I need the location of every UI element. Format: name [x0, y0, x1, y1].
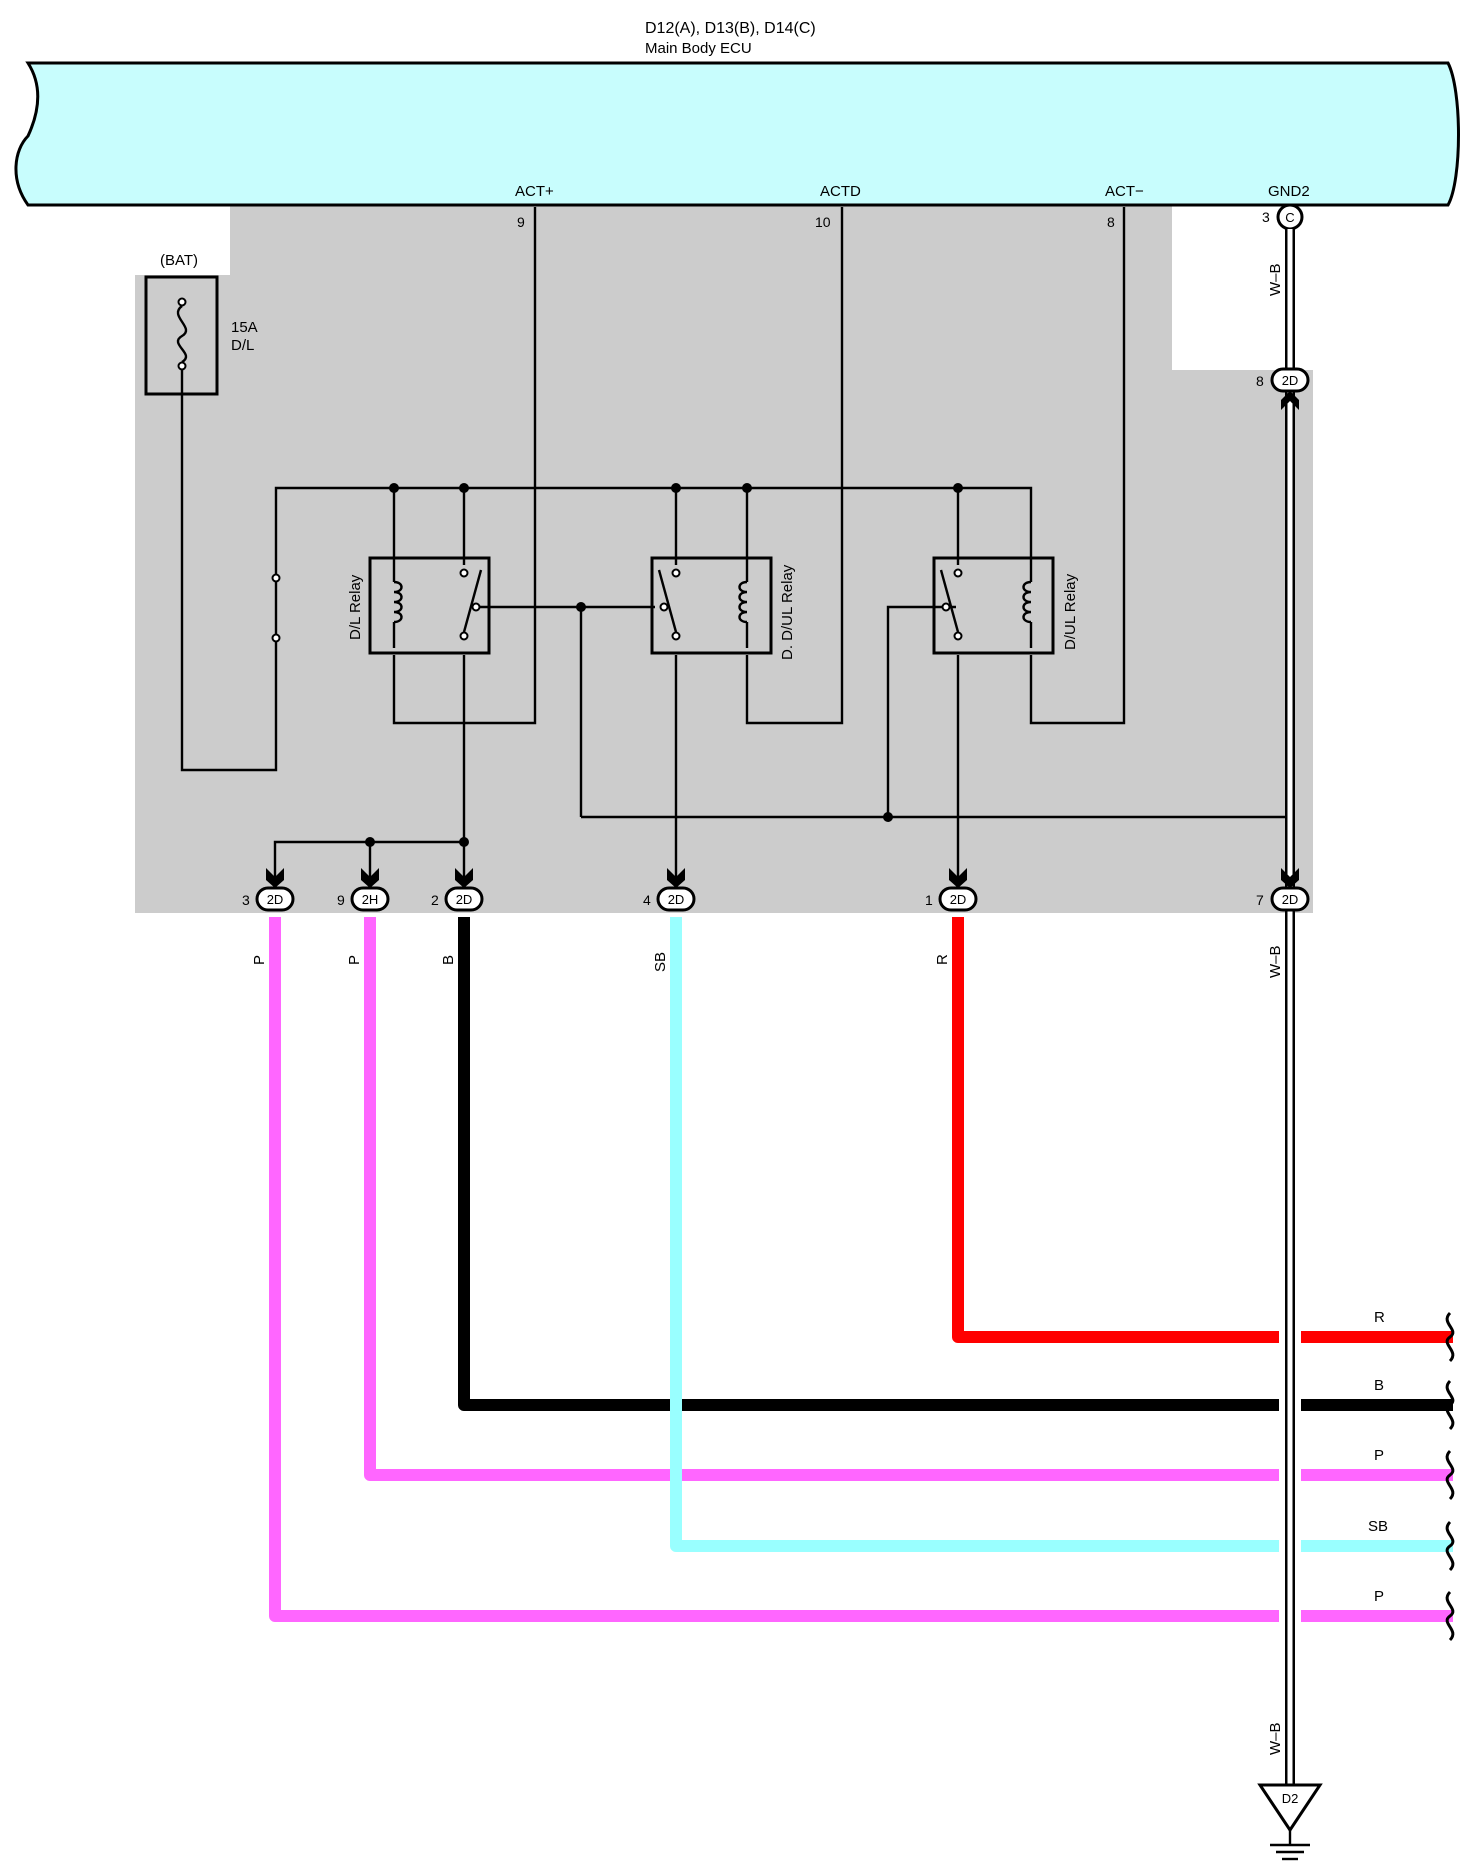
ground-point-d2: D2 — [1257, 1783, 1323, 1861]
connector-p2: 2H — [350, 868, 390, 912]
wire-label-sb: SB — [652, 952, 669, 972]
ddul-relay — [650, 556, 773, 655]
connector-gnd-in: 2D — [1270, 367, 1310, 410]
fuse-name: D/L — [231, 337, 254, 354]
terminal-act-minus-pin: 8 — [1107, 214, 1115, 230]
gnd2-connector: C — [1276, 203, 1304, 231]
right-end-p1: P — [1374, 1588, 1384, 1605]
terminal-actd-pin: 10 — [815, 214, 831, 230]
connector-b-pin: 2 — [431, 892, 439, 908]
wire-p1 — [269, 917, 1453, 1622]
wire-label-r: R — [934, 954, 951, 965]
wire-end-marks — [1445, 1311, 1455, 1642]
connector-sb-pin: 4 — [643, 892, 651, 908]
wire-p2 — [364, 917, 1453, 1481]
wire-label-p2: P — [346, 955, 363, 965]
right-end-r: R — [1374, 1309, 1385, 1326]
connector-r-pin: 1 — [925, 892, 933, 908]
connector-r: 2D — [938, 868, 978, 912]
main-body-ecu — [14, 61, 1460, 207]
wire-r — [952, 917, 1453, 1343]
ecu-connectors-label: D12(A), D13(B), D14(C) — [645, 20, 816, 37]
connector-gnd-out-pin: 7 — [1256, 892, 1264, 908]
wire-label-p1: P — [251, 955, 268, 965]
right-end-b: B — [1374, 1377, 1384, 1394]
svg-text:2H: 2H — [362, 892, 379, 907]
connector-b: 2D — [444, 868, 484, 912]
svg-text:2D: 2D — [1282, 892, 1299, 907]
connector-sb: 2D — [656, 868, 696, 912]
ddul-relay-label: D. D/UL Relay — [779, 564, 796, 660]
connector-gnd-in-pin: 8 — [1256, 373, 1264, 389]
svg-text:C: C — [1285, 210, 1294, 225]
svg-text:2D: 2D — [1282, 373, 1299, 388]
connector-gnd-out: 2D — [1270, 868, 1310, 912]
terminal-actd-label: ACTD — [820, 183, 861, 200]
dl-relay-label: D/L Relay — [347, 574, 364, 640]
fuse-source-label: (BAT) — [160, 252, 198, 269]
svg-text:2D: 2D — [668, 892, 685, 907]
dl-relay — [368, 556, 491, 655]
output-wires — [269, 917, 1453, 1622]
wire-label-b: B — [440, 955, 457, 965]
terminal-gnd2-label: GND2 — [1268, 183, 1310, 200]
svg-text:2D: 2D — [950, 892, 967, 907]
terminal-act-plus-label: ACT+ — [515, 183, 554, 200]
connector-p1: 2D — [255, 868, 295, 912]
dul-relay-label: D/UL Relay — [1062, 573, 1079, 650]
svg-text:2D: 2D — [267, 892, 284, 907]
connector-p2-pin: 9 — [337, 892, 345, 908]
right-end-sb: SB — [1368, 1518, 1388, 1535]
svg-text:2D: 2D — [456, 892, 473, 907]
wire-sb — [670, 917, 1453, 1552]
junction-connectors: 2D 8 2D 3 2H 9 2D 2 2D 4 — [242, 367, 1310, 912]
ground-wire-upper-label: W–B — [1267, 263, 1284, 296]
svg-text:D2: D2 — [1282, 1791, 1299, 1806]
ground-wire-middle-label: W–B — [1267, 945, 1284, 978]
terminal-act-minus-label: ACT− — [1105, 183, 1144, 200]
wire-b — [458, 917, 1453, 1411]
dul-relay — [932, 556, 1055, 655]
ground-wire-lower-label: W–B — [1267, 1722, 1284, 1755]
connector-p1-pin: 3 — [242, 892, 250, 908]
terminal-gnd2-pin: 3 — [1262, 209, 1270, 225]
ecu-name-label: Main Body ECU — [645, 40, 752, 57]
right-end-p2: P — [1374, 1447, 1384, 1464]
fuse-rating: 15A — [231, 319, 258, 336]
terminal-act-plus-pin: 9 — [517, 214, 525, 230]
